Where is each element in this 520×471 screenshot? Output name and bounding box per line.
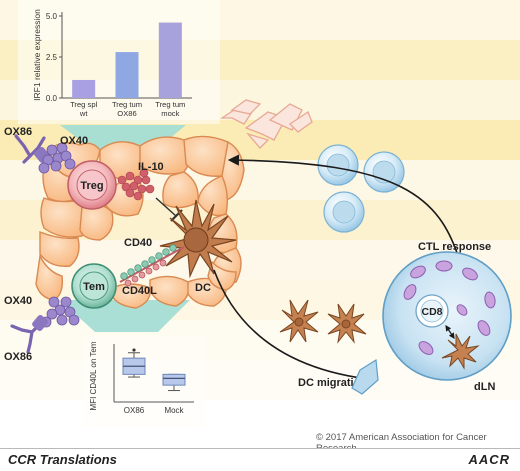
box-body bbox=[162, 373, 186, 386]
treg-label: Treg bbox=[80, 180, 103, 192]
footer-logo-text: AACR bbox=[468, 452, 510, 467]
cd40-label: CD40 bbox=[124, 237, 152, 249]
dc-migration-label: DC migration bbox=[298, 377, 367, 389]
migrating-dcs bbox=[279, 299, 367, 344]
dc-label: DC bbox=[195, 282, 211, 294]
irf1-x-tick-label: Treg tum bbox=[155, 100, 185, 109]
ctl-response-label: CTL response bbox=[418, 241, 491, 253]
box-x-tick-label: Mock bbox=[164, 406, 184, 415]
irf1-x-tick-label: mock bbox=[161, 109, 179, 118]
irf1-bar bbox=[158, 22, 182, 99]
cd8-label: CD8 bbox=[421, 306, 442, 318]
ox40-beads-top bbox=[38, 142, 76, 174]
irf1-x-tick-label: Treg tum bbox=[112, 100, 142, 109]
ox40-label-bottom: OX40 bbox=[4, 295, 32, 307]
dln-label: dLN bbox=[474, 381, 495, 393]
ctl-response-arrow bbox=[227, 154, 461, 263]
ox86-antibody-bottom bbox=[10, 315, 48, 354]
cd40l-label: CD40L bbox=[122, 285, 157, 297]
irf1-x-tick-label: Treg spl bbox=[70, 100, 97, 109]
cd40l-box-plot: OX86 Mock MFI CD40L on Tem bbox=[82, 336, 206, 428]
irf1-x-tick-label: OX86 bbox=[117, 109, 136, 118]
ox86-label-bottom: OX86 bbox=[4, 351, 32, 363]
irf1-bar bbox=[72, 79, 96, 98]
ox40-label-top: OX40 bbox=[60, 135, 88, 147]
cd40l-y-axis-label: MFI CD40L on Tem bbox=[89, 341, 98, 410]
il10-molecules bbox=[117, 168, 155, 201]
lymph-node bbox=[351, 251, 512, 395]
tumor-cell-debris bbox=[219, 99, 313, 149]
footer-bar: CCR Translations AACR bbox=[0, 448, 520, 471]
dendritic-cell bbox=[159, 199, 237, 279]
il10-label: IL-10 bbox=[138, 161, 164, 173]
irf1-y-tick-label: 0.0 bbox=[46, 94, 58, 103]
irf1-bar bbox=[115, 52, 139, 98]
treg-cell bbox=[67, 160, 117, 210]
irf1-y-axis-label: IRF1 relative expression bbox=[32, 9, 42, 101]
cd40-cd40l-chain bbox=[119, 244, 185, 287]
box-outlier bbox=[132, 348, 136, 352]
irf1-y-tick-label: 5.0 bbox=[46, 12, 58, 21]
tem-cell bbox=[71, 263, 117, 309]
tem-label: Tem bbox=[83, 281, 105, 293]
ox86-label-top: OX86 bbox=[4, 126, 32, 138]
irf1-y-tick-label: 2.5 bbox=[46, 53, 58, 62]
footer-journal-name: CCR Translations bbox=[8, 452, 117, 467]
dc-migration-arrow bbox=[213, 269, 379, 385]
box-x-tick-label: OX86 bbox=[124, 406, 145, 415]
irf1-x-tick-label: wt bbox=[79, 109, 88, 118]
